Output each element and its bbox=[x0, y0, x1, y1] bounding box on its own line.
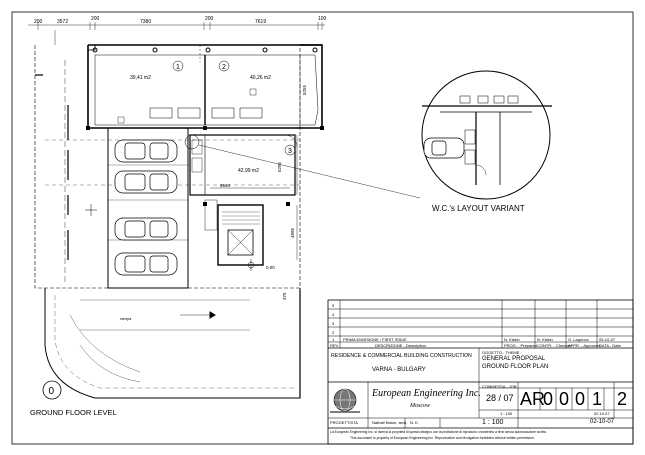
rev-drawn: N. Kiskin bbox=[504, 337, 520, 342]
room-3-outline bbox=[189, 134, 298, 196]
room-labels bbox=[172, 60, 296, 156]
room-1-number: 1 bbox=[176, 64, 180, 71]
dim-side-1: 5255 bbox=[302, 84, 307, 95]
dim-top-3: 200 bbox=[91, 16, 100, 22]
car-2 bbox=[114, 170, 178, 194]
side-dimension-lines bbox=[210, 55, 301, 260]
dim-top-6: 7619 bbox=[255, 19, 266, 25]
rev-number-2: 2 bbox=[332, 330, 335, 335]
dim-side-4: 375 bbox=[282, 292, 287, 300]
dim-side-2: 5295 bbox=[277, 161, 282, 172]
company-city: Moscow bbox=[410, 403, 430, 409]
designer-initials: N. K. bbox=[410, 420, 419, 425]
car-4 bbox=[114, 252, 178, 276]
doc-digit-3: 0 bbox=[575, 389, 586, 409]
subject-line-2: GROUND FLOOR PLAN bbox=[482, 364, 549, 370]
dim-top-4: 7380 bbox=[140, 19, 151, 25]
scale-value: 1 : 100 bbox=[482, 419, 504, 426]
dim-side-5: 6594 bbox=[220, 183, 231, 188]
dim-top-2: 3572 bbox=[57, 19, 68, 25]
scale-small: 1 : 100 bbox=[500, 411, 513, 416]
project-title: RESIDENCE & COMMERCIAL BUILDING CONSTRUC… bbox=[331, 353, 472, 359]
footer-notice-en: This document is property of European En… bbox=[350, 436, 535, 440]
rev-header-rev: REV. bbox=[330, 343, 339, 348]
job-label: COMMESSA - JOB bbox=[482, 384, 517, 389]
doc-digit-4: 1 bbox=[592, 389, 603, 409]
stair-core bbox=[204, 199, 264, 266]
dim-top-1: 200 bbox=[34, 19, 43, 25]
doc-code: AR bbox=[520, 389, 546, 409]
room-2-number: 2 bbox=[222, 64, 226, 71]
company-name: European Engineering Inc. bbox=[372, 388, 481, 399]
dim-side-3: 4895 bbox=[290, 227, 295, 238]
subject-line-1: GENERAL PROPOSAL bbox=[482, 356, 546, 362]
car-1 bbox=[114, 139, 178, 163]
rev-number-3: 3 bbox=[332, 321, 335, 326]
car-3 bbox=[114, 217, 178, 241]
detail-caption: W.C.'s LAYOUT VARIANT bbox=[432, 204, 525, 213]
room-1-area: 39,41 m2 bbox=[130, 75, 151, 81]
detail-car bbox=[423, 137, 465, 159]
cars bbox=[114, 139, 178, 276]
ramp bbox=[44, 288, 301, 399]
room-3-area: 42,99 m2 bbox=[238, 168, 259, 174]
dim-top-7: 100 bbox=[318, 16, 327, 22]
rev-header-description: DESCRIZIONE - Description bbox=[375, 343, 426, 348]
sheet-border bbox=[11, 11, 634, 445]
level-marker bbox=[42, 380, 62, 400]
level-number: 0 bbox=[49, 386, 55, 397]
rev-number-4: 4 bbox=[332, 312, 335, 317]
doc-digit-2: 0 bbox=[559, 389, 570, 409]
designer-label: PROGETTISTA bbox=[330, 420, 358, 425]
date-main: 02-10-07 bbox=[590, 419, 615, 425]
rev-number-5: 5 bbox=[332, 303, 335, 308]
shop-rooms bbox=[92, 45, 319, 126]
level-title: GROUND FLOOR LEVEL bbox=[30, 408, 117, 417]
title-block-frame bbox=[327, 299, 634, 445]
rev-number-1: 1 bbox=[332, 337, 335, 342]
subject-label: OGGETTO - THEME bbox=[482, 350, 520, 355]
doc-digit-1: 0 bbox=[543, 389, 554, 409]
footer-notice-it: La European Engineering Inc. si riserva … bbox=[330, 430, 547, 434]
sheet-number: 2 bbox=[617, 389, 628, 409]
rev-date: 05-10-07 bbox=[599, 337, 616, 342]
room-2-area: 40,26 m2 bbox=[250, 75, 271, 81]
company-logo-icon bbox=[330, 388, 360, 413]
dim-top-5: 200 bbox=[205, 16, 214, 22]
rev-header-checked: CONTR. - Checked bbox=[537, 343, 572, 348]
rev-header-prepared: PROG. - Prepared bbox=[504, 343, 537, 348]
job-number: 28 / 07 bbox=[486, 393, 514, 403]
level-tag: 0.00 bbox=[266, 265, 275, 270]
rev-header-date: DATA - Date bbox=[599, 343, 621, 348]
date-small: 02.10.07 bbox=[594, 411, 610, 416]
top-dimension-line bbox=[28, 22, 325, 30]
rev-approved: O. Lagunov bbox=[568, 337, 589, 342]
left-wall-stubs bbox=[35, 74, 69, 260]
ramp-label: rampa bbox=[120, 316, 132, 321]
room-3-number: 3 bbox=[288, 148, 292, 155]
rev-description: PRIMA EMISSIONE / FIRST ISSUE bbox=[343, 337, 407, 342]
rev-checked: N. Kiskin bbox=[537, 337, 553, 342]
designer-name: Nathali Kiskin, arch. bbox=[372, 420, 408, 425]
grid-marks bbox=[85, 204, 257, 271]
columns bbox=[86, 126, 324, 206]
project-location: VARNA - BULGARY bbox=[372, 367, 426, 373]
rev-header-approved: APPR. - Approved bbox=[568, 343, 601, 348]
detail-callout bbox=[184, 70, 552, 200]
